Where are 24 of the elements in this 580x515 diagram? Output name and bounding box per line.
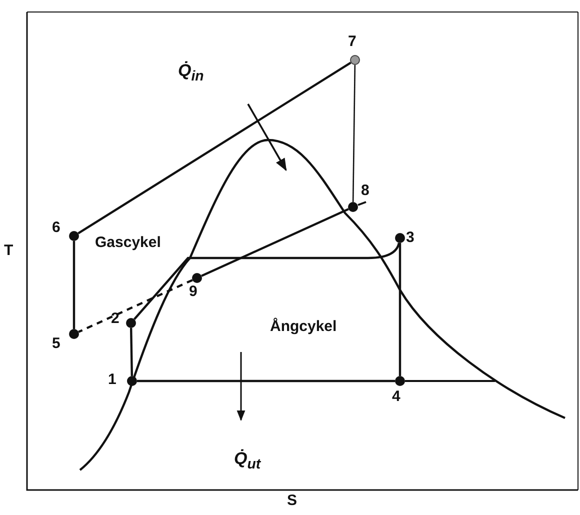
heat-input-label: Q̇$_{in}$: [178, 62, 204, 86]
process-line: [398, 243, 402, 376]
axis-label: T: [4, 242, 14, 260]
point-number: 5: [52, 336, 60, 352]
process-line: [130, 328, 134, 376]
point-number: 6: [52, 220, 60, 236]
point-number: 1: [108, 372, 116, 388]
point-number: 9: [189, 284, 198, 300]
process-line: [72, 241, 76, 329]
point-number: 2: [111, 311, 120, 327]
process-line: [137, 380, 395, 382]
heat-output-label: Q̇$_{ut}$: [234, 450, 261, 474]
process-line: [133, 242, 400, 320]
point-number: 7: [348, 34, 356, 50]
process-line: [201, 208, 349, 277]
point-number: 8: [361, 183, 370, 199]
cycle-label: Ångcykel: [270, 318, 337, 336]
point-number: 3: [406, 230, 414, 246]
point-number: 4: [392, 389, 400, 405]
process-line: [352, 65, 356, 202]
process-line: [78, 62, 352, 234]
axis-label: S: [287, 492, 298, 510]
process-line: [78, 279, 193, 333]
cycle-label: Gascykel: [95, 234, 161, 252]
